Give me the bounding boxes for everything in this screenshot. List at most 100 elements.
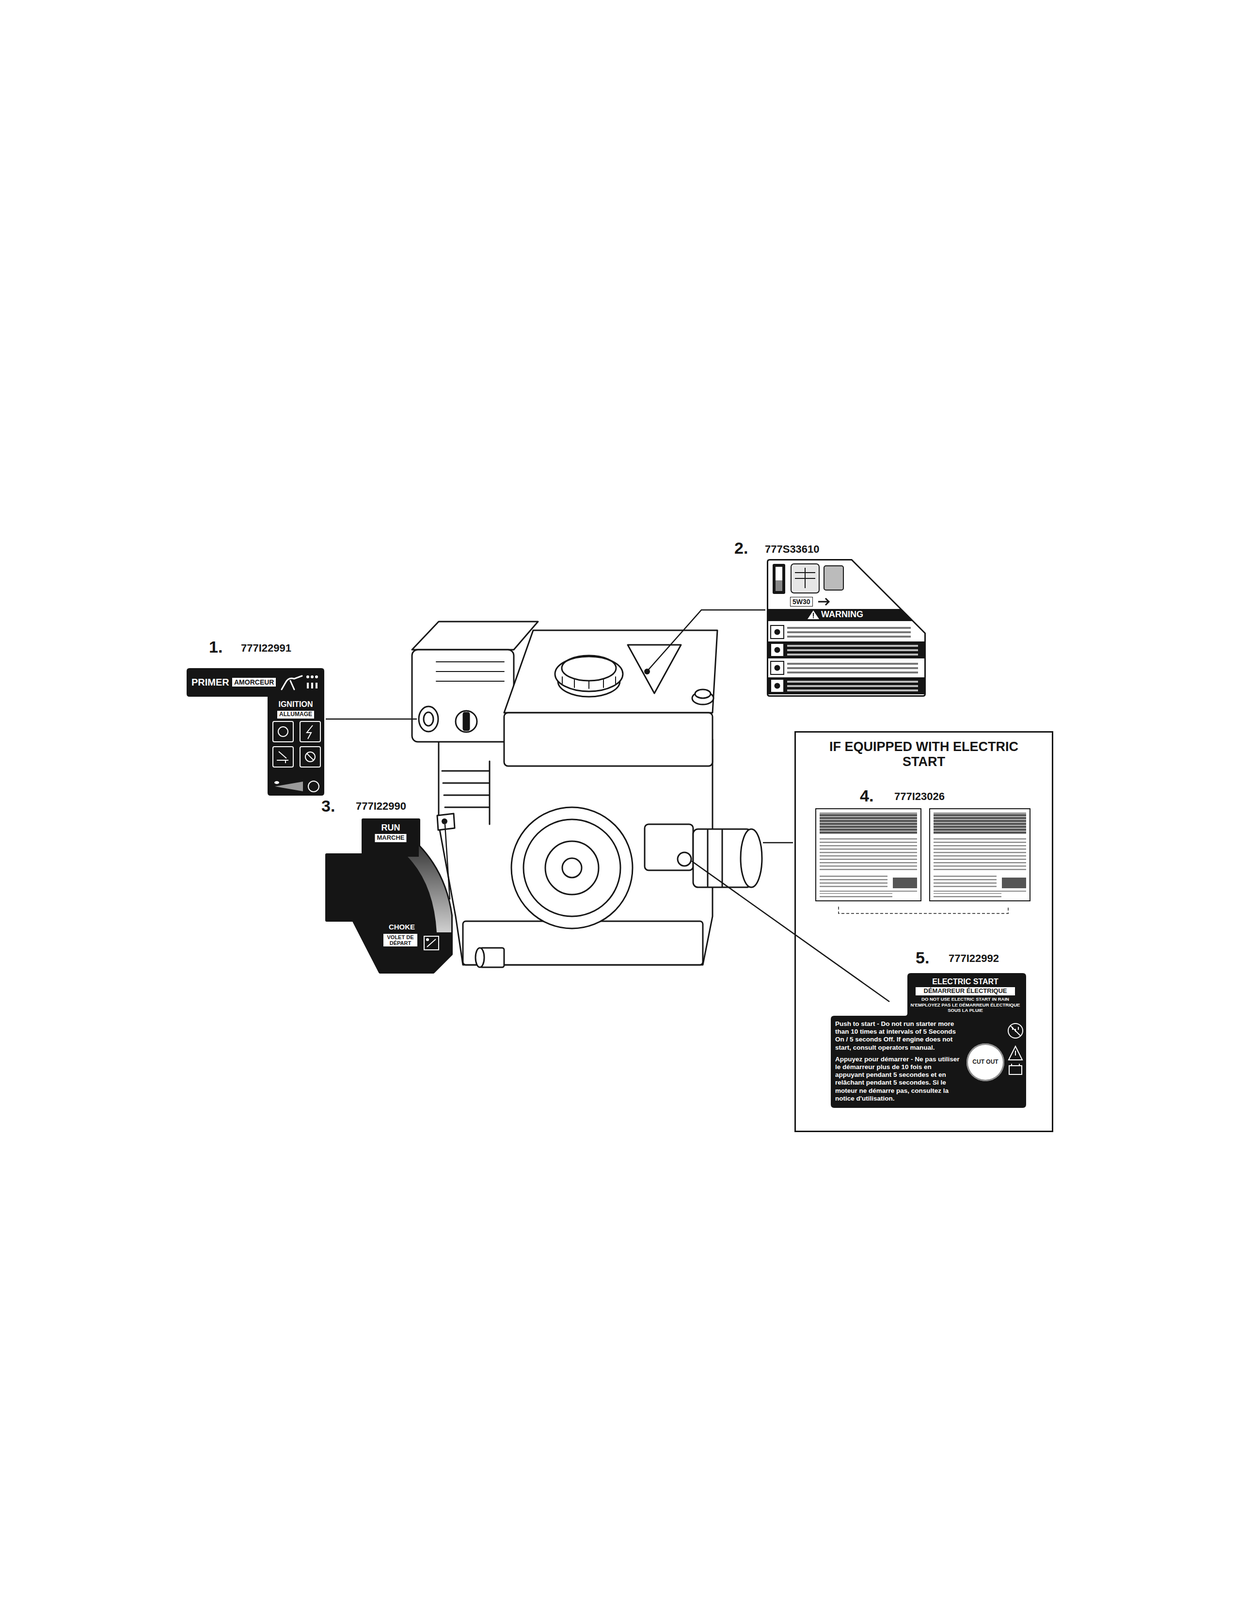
warning-heading: WARNING — [821, 609, 864, 620]
battery-icon — [1011, 1063, 1020, 1066]
fine-print — [787, 666, 919, 669]
no-rain-icon — [1008, 1023, 1023, 1038]
warning-triangle — [812, 617, 814, 618]
warning-icon — [770, 679, 784, 693]
fine-print — [787, 684, 919, 687]
decal-text: PRIMER — [191, 676, 230, 688]
fine-print — [787, 653, 919, 656]
decal-logo — [1001, 877, 1027, 888]
recoil-starter — [523, 819, 621, 917]
decal-fine-print — [819, 892, 893, 898]
cut-out-button: CUT OUT — [966, 1043, 1005, 1081]
decal-fine-print — [819, 812, 918, 834]
fuel-cap — [561, 655, 617, 681]
fine-print — [787, 626, 911, 629]
crankshaft — [475, 947, 485, 967]
ignition-switch — [455, 710, 477, 732]
stop-icon — [308, 780, 319, 792]
decal-rule — [933, 890, 1027, 892]
decal-fine-print — [819, 836, 918, 871]
decal-fine-print — [933, 873, 997, 888]
decal-shape — [186, 667, 325, 796]
fine-print — [787, 662, 919, 665]
fine-print — [787, 644, 919, 647]
fine-print — [787, 631, 911, 634]
ignition-icon — [276, 751, 289, 763]
primer-drop — [315, 682, 318, 689]
decal-outline — [815, 808, 921, 901]
choke-icon — [424, 935, 439, 950]
fine-print — [787, 680, 919, 683]
warning-icon — [774, 629, 781, 635]
warning-bar — [768, 608, 913, 621]
leader-dot — [441, 818, 448, 824]
dipstick-icon — [772, 563, 786, 594]
ignition-icon — [272, 746, 294, 767]
callout-number: 1. — [208, 638, 223, 655]
decal-text: IGNITION — [278, 699, 313, 709]
primer-bulb — [423, 712, 434, 726]
starter-button-box — [644, 824, 694, 871]
primer-drop — [315, 675, 318, 679]
primer-drop — [310, 675, 314, 679]
decal-warning: N'EMPLOYEZ PAS LE DÉMARREUR ÉLECTRIQUE S… — [907, 1002, 1023, 1014]
ignition-icon — [272, 721, 294, 742]
choke-run-decal: RUNMARCHECHOKEVOLET DE DÉPART — [324, 815, 454, 975]
decal-text: AMORCEUR — [232, 677, 276, 687]
starter-motor — [740, 828, 762, 888]
fine-print — [787, 649, 919, 651]
decal-shape — [831, 973, 1026, 1108]
primer-bulb — [418, 706, 439, 732]
oil-warning-decal: 5W30WARNING — [766, 558, 926, 697]
decal-fine-print — [933, 892, 1002, 898]
primer-icon — [281, 675, 302, 690]
recoil-starter — [562, 857, 582, 878]
air-cleaner-louvers — [436, 661, 505, 682]
oil-warning-decal-outline — [766, 558, 926, 697]
warning-icon — [770, 625, 784, 639]
oil-icon — [794, 567, 816, 588]
primer-ignition-decal: PRIMERAMORCEUR IGNITIONALLUMAGE — [186, 667, 325, 796]
decal-shape — [326, 819, 452, 972]
ignition-icon — [306, 725, 313, 739]
leader-line — [691, 860, 890, 1002]
decal-text: RUN — [381, 822, 401, 833]
dipstick-icon — [775, 566, 783, 591]
warning-row — [768, 677, 925, 695]
air-cleaner — [412, 621, 539, 650]
decal-fine-print — [819, 873, 888, 888]
decal-outline — [929, 808, 1030, 901]
arrow-icon — [818, 598, 829, 605]
air-cleaner — [412, 649, 514, 742]
choke-band — [407, 845, 452, 933]
ignition-icon — [278, 726, 288, 737]
warning-icon — [774, 682, 781, 689]
starter-button — [677, 852, 692, 866]
decal-text: ALLUMAGE — [277, 710, 315, 719]
engine-block — [438, 739, 713, 965]
ignition-icon — [300, 746, 321, 767]
oil-icon — [824, 565, 844, 590]
throttle-icon — [274, 780, 280, 784]
oil-grade: 5W30 — [790, 596, 813, 607]
battery-icon — [1009, 1065, 1022, 1075]
warning-triangle — [812, 612, 814, 617]
decal-heading: ELECTRIC START — [907, 977, 1023, 986]
primer-drop — [306, 682, 309, 689]
decal-warning: DO NOT USE ELECTRIC START IN RAIN — [907, 996, 1023, 1002]
choke-icon — [426, 937, 429, 941]
electric-start-decal-pair — [815, 808, 1030, 914]
instruction-text: Push to start - Do not run starter more … — [835, 1019, 960, 1052]
fine-print — [787, 635, 911, 638]
warning-icon — [770, 661, 784, 675]
warning-icon — [774, 647, 781, 653]
choke-lever — [437, 813, 455, 830]
ignition-key — [463, 712, 470, 730]
decal-rule — [819, 890, 918, 892]
fine-print — [787, 671, 919, 674]
warning-icon — [774, 665, 781, 671]
part-number: 777S33610 — [764, 543, 820, 555]
